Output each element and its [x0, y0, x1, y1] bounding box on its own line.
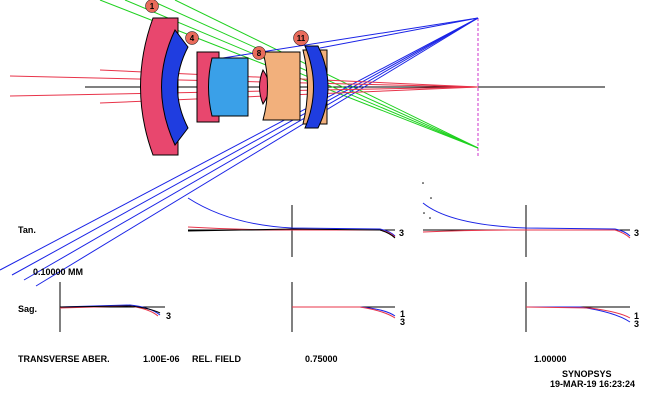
datetime-label: 19-MAR-19 16:23:24 [550, 379, 636, 389]
surface-badge-1: 1 [145, 0, 159, 13]
aberration-curves [59, 197, 631, 323]
footer-rel-field: REL. FIELD [192, 354, 241, 364]
sag-curve-label-mid-1: 1 [400, 309, 406, 319]
surface-badge-11: 11 [293, 30, 309, 46]
stray-dots [422, 182, 432, 219]
lens-element-8 [304, 45, 329, 129]
sag-curve-label-full-1: 1 [634, 311, 640, 321]
aberration-axes [59, 205, 630, 332]
lens-element-4 [208, 57, 249, 117]
svg-text:1: 1 [150, 2, 155, 11]
sag-curve-label-zero: 3 [166, 311, 172, 321]
scale-label: 0.10000 MM [33, 267, 84, 277]
sag-curve-label-full-3: 3 [634, 319, 640, 329]
footer-field-full: 1.00000 [534, 354, 567, 364]
surface-badge-8: 8 [252, 46, 266, 60]
brand-label: SYNOPSYS [562, 369, 612, 379]
tan-curve-label-mid: 3 [399, 228, 405, 238]
surface-badge-4: 4 [185, 31, 199, 45]
svg-text:11: 11 [297, 34, 306, 43]
lens-element-2 [161, 29, 189, 146]
footer-title: TRANSVERSE ABER. [18, 354, 110, 364]
footer-field-mid: 0.75000 [305, 354, 338, 364]
sag-curve-label-mid-3: 3 [400, 317, 406, 327]
tan-curve-label-full: 3 [634, 228, 640, 238]
svg-text:8: 8 [257, 49, 262, 58]
lens-element-6 [262, 51, 301, 121]
sag-label: Sag. [18, 304, 38, 314]
footer-wavelength: 1.00E-06 [143, 354, 180, 364]
svg-text:4: 4 [190, 34, 195, 43]
tan-label: Tan. [18, 225, 36, 235]
